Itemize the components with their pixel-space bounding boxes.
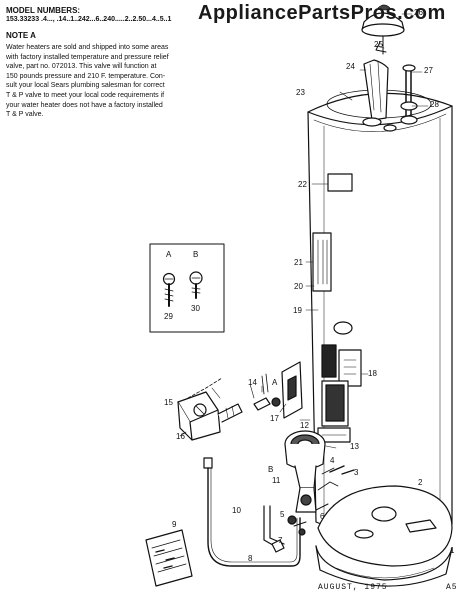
draft-hood bbox=[363, 59, 389, 121]
small-fittings bbox=[287, 465, 355, 536]
shield-17 bbox=[281, 361, 303, 419]
callout-17: 17 bbox=[270, 414, 279, 423]
note-line: sult your local Sears plumbing salesman … bbox=[6, 82, 165, 90]
leader-lines bbox=[179, 13, 429, 449]
flue-cap bbox=[361, 4, 405, 55]
base-pan bbox=[315, 545, 453, 587]
note-line: T & P valve to meet your local code requ… bbox=[6, 92, 165, 99]
instruction-card bbox=[145, 529, 193, 587]
callout-18: 18 bbox=[368, 369, 377, 378]
connector-25 bbox=[375, 41, 387, 53]
callout-11: 11 bbox=[272, 476, 281, 485]
drain-plug bbox=[333, 321, 353, 335]
rating-plate bbox=[327, 173, 353, 192]
callout-1: 1 bbox=[450, 546, 455, 555]
callout-6: 6 bbox=[320, 512, 325, 521]
note-title: NOTE A bbox=[6, 31, 36, 40]
callout-21: 21 bbox=[294, 258, 303, 267]
note-line: valve, part no. 072013. This valve will … bbox=[6, 63, 157, 71]
base-plate bbox=[317, 485, 453, 567]
inset-label-a: A bbox=[166, 250, 172, 259]
callout-25: 25 bbox=[374, 40, 383, 49]
callout-5: 5 bbox=[280, 510, 285, 519]
screw-inset bbox=[149, 243, 225, 333]
inset-part-30: 30 bbox=[191, 304, 200, 313]
callout-9: 9 bbox=[172, 520, 177, 529]
model-numbers-label: MODEL NUMBERS: bbox=[6, 6, 81, 15]
burner-assembly bbox=[284, 430, 339, 513]
pipe-nipples bbox=[400, 64, 418, 125]
callout-28: 28 bbox=[430, 100, 439, 109]
note-line: your water heater does not have a factor… bbox=[6, 101, 163, 109]
callout-24: 24 bbox=[346, 62, 355, 71]
callout-19: 19 bbox=[293, 306, 302, 315]
burner-door bbox=[317, 344, 351, 443]
callout-16: 16 bbox=[176, 432, 185, 441]
note-line: 150 pounds pressure and 210 F. temperatu… bbox=[6, 72, 166, 80]
watermark: AppliancePartsPros.com bbox=[198, 2, 446, 24]
model-numbers: 153.33233 .4..., .14..1..242...6..240...… bbox=[6, 16, 172, 23]
inset-part-29: 29 bbox=[164, 312, 173, 321]
callout-13: 13 bbox=[350, 442, 359, 451]
callout-3: 3 bbox=[354, 468, 359, 477]
diagram-label-a: A bbox=[272, 378, 278, 387]
callout-27: 27 bbox=[424, 66, 433, 75]
diagram-label-b: B bbox=[268, 465, 274, 474]
gas-valve-thermostat bbox=[177, 391, 243, 441]
note-line: Water heaters are sold and shipped into … bbox=[6, 44, 169, 51]
callout-14: 14 bbox=[248, 378, 257, 387]
callout-23: 23 bbox=[296, 88, 305, 97]
note-line: with factory installed temperature and p… bbox=[6, 53, 169, 61]
callout-10: 10 bbox=[232, 506, 241, 515]
fittings-14 bbox=[253, 373, 281, 411]
callout-15: 15 bbox=[164, 398, 173, 407]
footer-code: A5 bbox=[446, 583, 458, 592]
callout-20: 20 bbox=[294, 282, 303, 291]
access-panel bbox=[338, 349, 362, 387]
callout-7: 7 bbox=[278, 536, 283, 545]
note-line: T & P valve. bbox=[6, 111, 44, 119]
callout-8: 8 bbox=[248, 554, 253, 563]
tank-body bbox=[307, 89, 453, 537]
callout-26: 26 bbox=[414, 8, 423, 17]
callout-2: 2 bbox=[418, 478, 423, 487]
callout-4: 4 bbox=[330, 456, 335, 465]
callout-12: 12 bbox=[300, 421, 309, 430]
footer-date: AUGUST, 1975 bbox=[318, 583, 388, 592]
instruction-label bbox=[312, 232, 332, 292]
inset-label-b: B bbox=[193, 250, 199, 259]
callout-22: 22 bbox=[298, 180, 307, 189]
pilot-tubing bbox=[203, 457, 301, 567]
